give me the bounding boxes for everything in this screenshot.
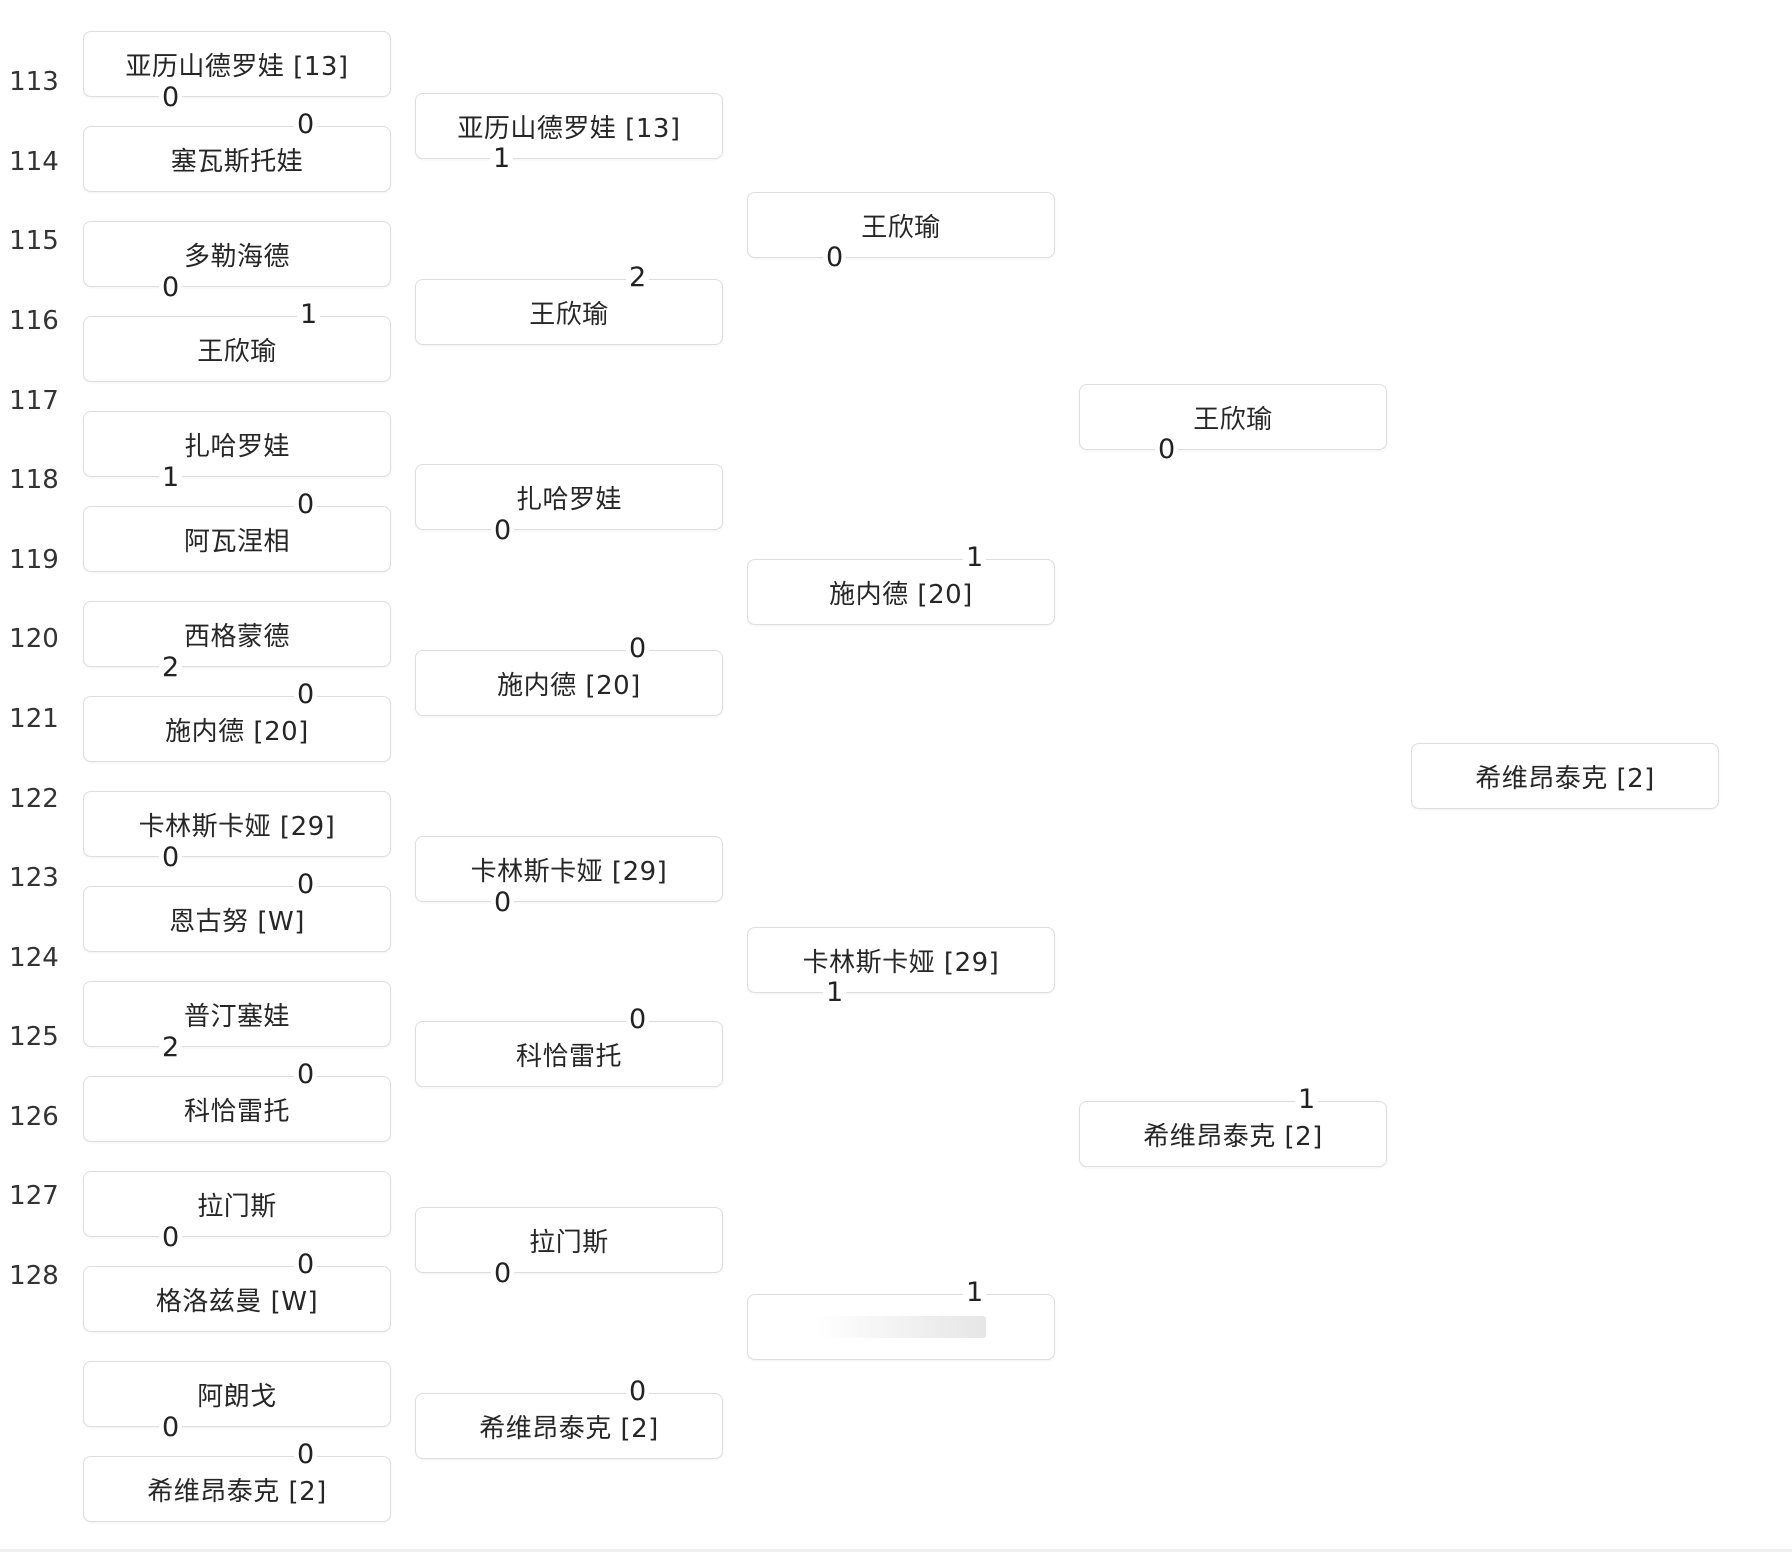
round5-player-slot[interactable]: 希维昂泰克 [2] — [1411, 743, 1719, 809]
seed-number: 115 — [9, 226, 59, 256]
round2-player-slot[interactable]: 扎哈罗娃 — [415, 464, 723, 530]
round2-score: 0 — [491, 1259, 515, 1289]
round3-score: 1 — [823, 978, 847, 1008]
round1-player-slot[interactable]: 多勒海德 — [83, 221, 391, 287]
round4-player-slot[interactable]: 王欣瑜 — [1079, 384, 1387, 450]
round1-score: 0 — [159, 273, 183, 303]
seed-number: 124 — [9, 943, 59, 973]
round3-score: 1 — [963, 1278, 987, 1308]
round2-player-slot[interactable]: 科恰雷托 — [415, 1021, 723, 1087]
round1-player-slot[interactable]: 希维昂泰克 [2] — [83, 1456, 391, 1522]
round2-score: 0 — [626, 1377, 650, 1407]
round1-player-slot[interactable]: 施内德 [20] — [83, 696, 391, 762]
round2-player-slot[interactable]: 拉门斯 — [415, 1207, 723, 1273]
bottom-border — [0, 1549, 1792, 1552]
round3-player-slot[interactable]: 施内德 [20] — [747, 559, 1055, 625]
round1-player-slot[interactable]: 卡林斯卡娅 [29] — [83, 791, 391, 857]
round2-score: 0 — [491, 888, 515, 918]
round4-player-slot[interactable]: 希维昂泰克 [2] — [1079, 1101, 1387, 1167]
round1-player-slot[interactable]: 阿瓦涅相 — [83, 506, 391, 572]
round2-player-slot[interactable]: 王欣瑜 — [415, 279, 723, 345]
round3-score: 0 — [823, 243, 847, 273]
seed-number: 126 — [9, 1102, 59, 1132]
round3-score: 1 — [963, 543, 987, 573]
placeholder-bar — [816, 1316, 986, 1338]
round4-score: 1 — [1295, 1085, 1319, 1115]
round1-score: 0 — [159, 1223, 183, 1253]
round1-player-slot[interactable]: 恩古努 [W] — [83, 886, 391, 952]
round2-player-slot[interactable]: 施内德 [20] — [415, 650, 723, 716]
seed-number: 114 — [9, 147, 59, 177]
seed-number: 122 — [9, 784, 59, 814]
round4-score: 0 — [1155, 435, 1179, 465]
round2-player-slot[interactable]: 亚历山德罗娃 [13] — [415, 93, 723, 159]
round1-player-slot[interactable]: 王欣瑜 — [83, 316, 391, 382]
round1-score: 1 — [159, 463, 183, 493]
seed-number: 116 — [9, 306, 59, 336]
round1-player-slot[interactable]: 格洛兹曼 [W] — [83, 1266, 391, 1332]
round1-player-slot[interactable]: 西格蒙德 — [83, 601, 391, 667]
round1-score: 2 — [159, 1033, 183, 1063]
round1-score: 0 — [294, 870, 318, 900]
seed-number: 128 — [9, 1261, 59, 1291]
round1-score: 0 — [294, 1440, 318, 1470]
round1-player-slot[interactable]: 亚历山德罗娃 [13] — [83, 31, 391, 97]
round1-score: 0 — [294, 490, 318, 520]
round1-score: 0 — [159, 843, 183, 873]
seed-number: 127 — [9, 1181, 59, 1211]
round1-player-slot[interactable]: 普汀塞娃 — [83, 981, 391, 1047]
round2-player-slot[interactable]: 希维昂泰克 [2] — [415, 1393, 723, 1459]
seed-number: 125 — [9, 1022, 59, 1052]
round1-score: 0 — [294, 1060, 318, 1090]
round3-player-slot[interactable]: 王欣瑜 — [747, 192, 1055, 258]
seed-number: 118 — [9, 465, 59, 495]
round2-score: 0 — [491, 516, 515, 546]
round2-score: 2 — [626, 263, 650, 293]
round1-player-slot[interactable]: 科恰雷托 — [83, 1076, 391, 1142]
round1-player-slot[interactable]: 塞瓦斯托娃 — [83, 126, 391, 192]
round1-score: 0 — [294, 110, 318, 140]
round1-score: 0 — [159, 83, 183, 113]
round1-score: 0 — [294, 1250, 318, 1280]
seed-number: 121 — [9, 704, 59, 734]
round3-player-slot[interactable]: 卡林斯卡娅 [29] — [747, 927, 1055, 993]
round1-player-slot[interactable]: 阿朗戈 — [83, 1361, 391, 1427]
round1-player-slot[interactable]: 扎哈罗娃 — [83, 411, 391, 477]
seed-number: 120 — [9, 624, 59, 654]
round2-score: 0 — [626, 634, 650, 664]
round2-player-slot[interactable]: 卡林斯卡娅 [29] — [415, 836, 723, 902]
seed-number: 123 — [9, 863, 59, 893]
round1-score: 1 — [297, 300, 321, 330]
round1-score: 0 — [159, 1413, 183, 1443]
round2-score: 0 — [626, 1005, 650, 1035]
round1-score: 0 — [294, 680, 318, 710]
seed-number: 113 — [9, 67, 59, 97]
seed-number: 117 — [9, 386, 59, 416]
seed-number: 119 — [9, 545, 59, 575]
round1-player-slot[interactable]: 拉门斯 — [83, 1171, 391, 1237]
round1-score: 2 — [159, 653, 183, 683]
round2-score: 1 — [490, 144, 514, 174]
round3-empty-slot[interactable] — [747, 1294, 1055, 1360]
